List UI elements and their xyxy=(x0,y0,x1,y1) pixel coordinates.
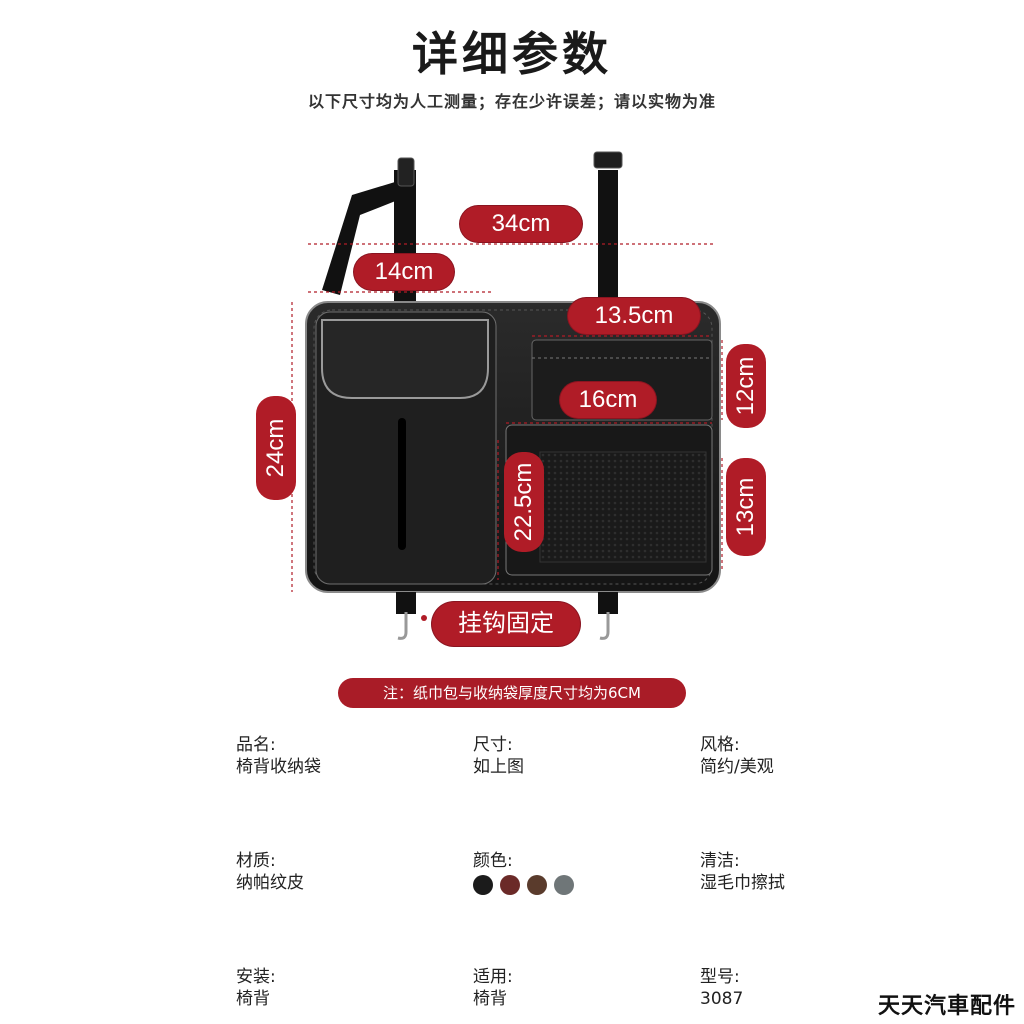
shop-watermark: 天天汽車配件 xyxy=(877,993,1016,1019)
spec-material: 材质:纳帕纹皮 xyxy=(236,851,304,893)
dim-mesh-height: 22.5cm xyxy=(504,452,544,552)
right-hook xyxy=(599,612,610,640)
dim-right-lower-height: 13cm xyxy=(726,458,766,556)
color-swatch-gray[interactable] xyxy=(554,875,574,895)
dim-height-total: 24cm xyxy=(256,396,296,500)
right-buckle xyxy=(593,151,623,169)
dim-middle-pocket-width: 16cm xyxy=(560,382,656,418)
page-subtitle: 以下尺寸均为人工测量；存在少许误差；请以实物为准 xyxy=(307,92,716,111)
spec-clean: 清洁:湿毛巾擦拭 xyxy=(700,851,785,893)
page-title: 详细参数 xyxy=(412,27,612,81)
dim-width-total: 34cm xyxy=(460,206,582,242)
tissue-slot xyxy=(398,418,406,550)
color-swatch-brown[interactable] xyxy=(527,875,547,895)
spec-style: 风格:简约/美观 xyxy=(700,735,774,777)
color-swatches xyxy=(473,875,574,895)
spec-name: 品名:椅背收纳袋 xyxy=(236,735,321,777)
dim-right-upper-height: 12cm xyxy=(726,344,766,428)
loose-strap xyxy=(322,182,398,295)
left-hook xyxy=(397,612,408,640)
spec-apply: 适用:椅背 xyxy=(473,967,513,1009)
spec-install: 安装:椅背 xyxy=(236,967,276,1009)
hook-label: 挂钩固定 xyxy=(432,602,580,646)
right-strap xyxy=(598,170,618,305)
product-illustration: 34cm 14cm 13.5cm 16cm 24cm 22.5cm 12cm 1… xyxy=(0,140,1024,660)
spec-size: 尺寸:如上图 xyxy=(473,735,524,777)
color-swatch-red-brown[interactable] xyxy=(500,875,520,895)
dim-top-pocket-width: 13.5cm xyxy=(568,298,700,334)
thickness-note: 注：纸巾包与收纳袋厚度尺寸均为6CM xyxy=(338,678,686,708)
left-buckle xyxy=(397,157,415,187)
spec-model: 型号:3087 xyxy=(700,967,744,1009)
spec-color: 颜色: xyxy=(473,850,574,895)
color-swatch-black[interactable] xyxy=(473,875,493,895)
tissue-flap xyxy=(321,319,489,399)
dim-tissue-width: 14cm xyxy=(354,254,454,290)
